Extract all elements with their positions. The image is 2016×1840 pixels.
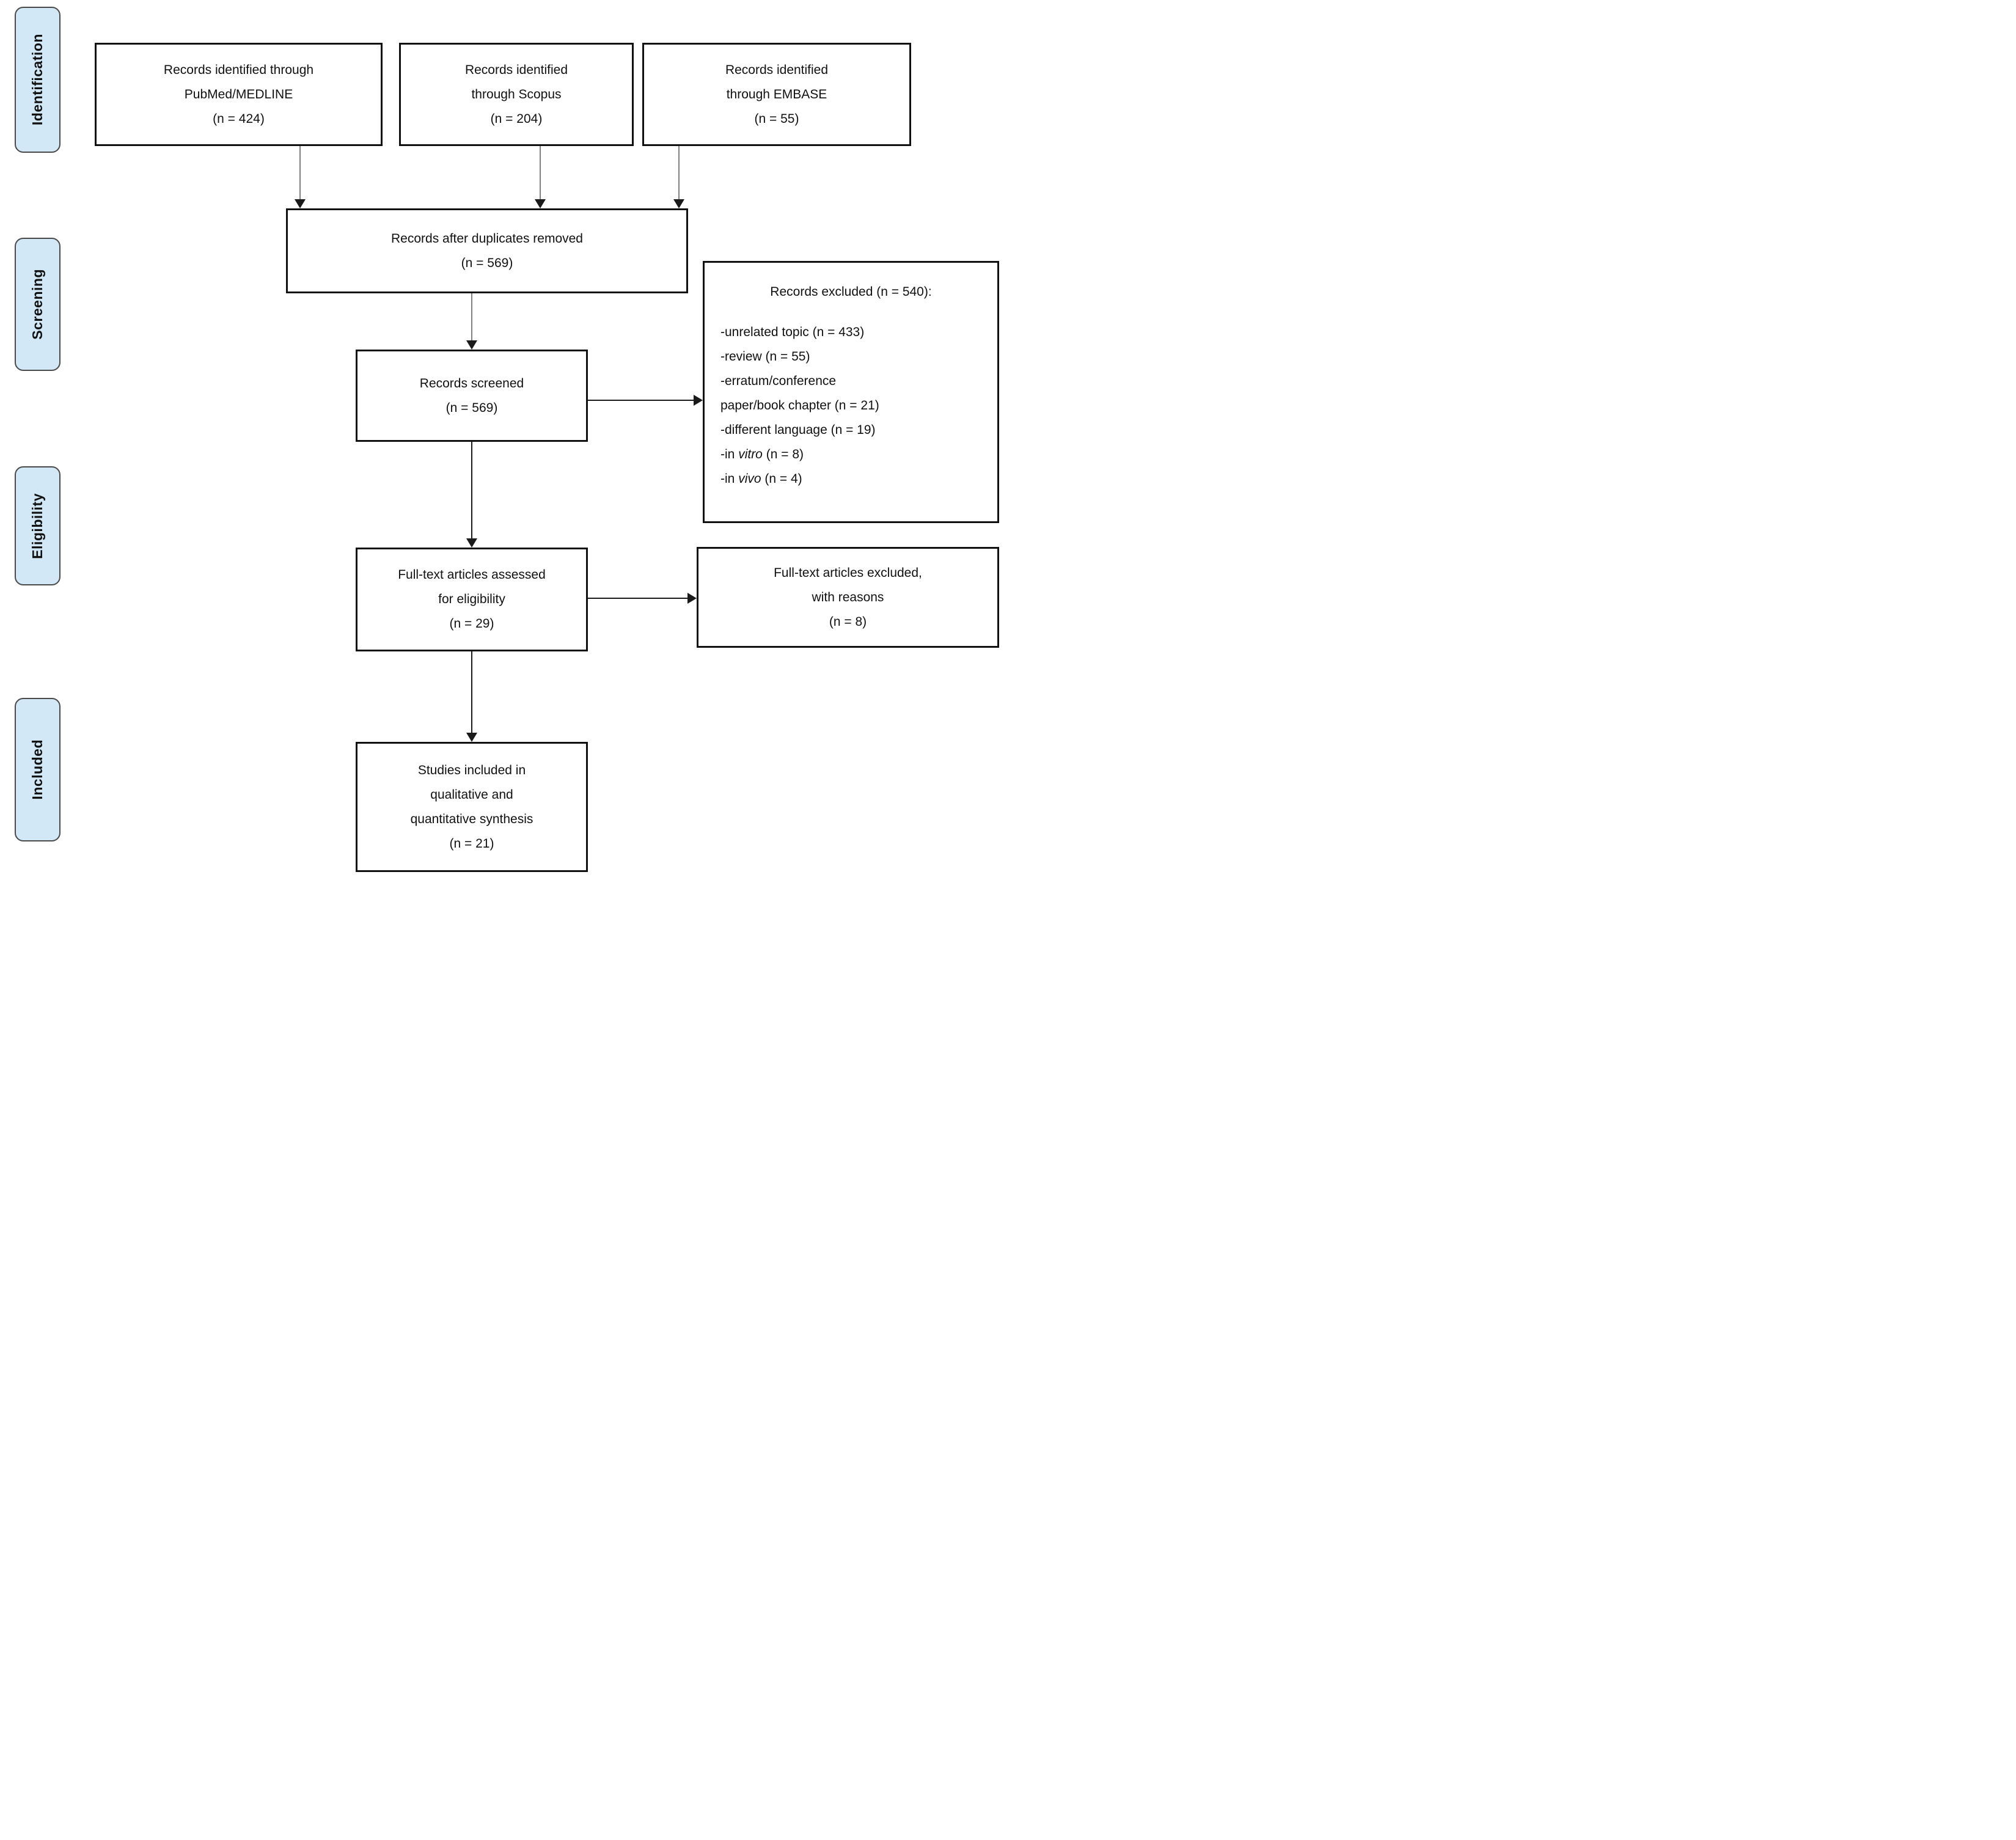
- box-records-excluded: Records excluded (n = 540): -unrelated t…: [703, 261, 999, 523]
- stage-eligibility-label: Eligibility: [29, 493, 45, 559]
- arrow-scopus-to-duplicates-head: [535, 199, 546, 208]
- stage-eligibility: Eligibility: [15, 466, 60, 585]
- prisma-flow-diagram: Identification Screening Eligibility Inc…: [0, 0, 1008, 920]
- arrow-scopus-to-duplicates-line: [540, 146, 541, 199]
- stage-included-label: Included: [29, 739, 45, 800]
- box-records-screened: Records screened(n = 569): [356, 350, 588, 442]
- arrow-pubmed-to-duplicates-line: [299, 146, 301, 199]
- box-duplicates-removed: Records after duplicates removed(n = 569…: [286, 208, 688, 293]
- stage-screening-label: Screening: [29, 269, 45, 340]
- arrow-pubmed-to-duplicates-head: [295, 199, 306, 208]
- records-excluded-reasons-list: -unrelated topic (n = 433)-review (n = 5…: [720, 325, 879, 486]
- box-fulltext-excluded: Full-text articles excluded,with reasons…: [697, 547, 999, 648]
- stage-included: Included: [15, 698, 60, 841]
- arrow-embase-to-duplicates-line: [678, 146, 680, 199]
- arrow-duplicates-to-screened-line: [471, 293, 472, 340]
- arrow-assessed-to-ftexcluded-line: [588, 598, 687, 599]
- stage-identification-label: Identification: [29, 34, 45, 126]
- arrow-embase-to-duplicates-head: [673, 199, 684, 208]
- stage-screening: Screening: [15, 238, 60, 371]
- arrow-duplicates-to-screened-head: [466, 340, 477, 350]
- arrow-assessed-to-included-line: [471, 651, 472, 733]
- records-excluded-title: Records excluded (n = 540):: [770, 285, 932, 299]
- arrow-screened-to-excluded-line: [588, 400, 694, 401]
- arrow-assessed-to-included-head: [466, 733, 477, 742]
- stage-identification: Identification: [15, 7, 60, 153]
- arrow-screened-to-excluded-head: [694, 395, 703, 406]
- arrow-assessed-to-ftexcluded-head: [687, 593, 697, 604]
- arrow-screened-to-assessed-head: [466, 538, 477, 548]
- arrow-screened-to-assessed-line: [471, 442, 472, 538]
